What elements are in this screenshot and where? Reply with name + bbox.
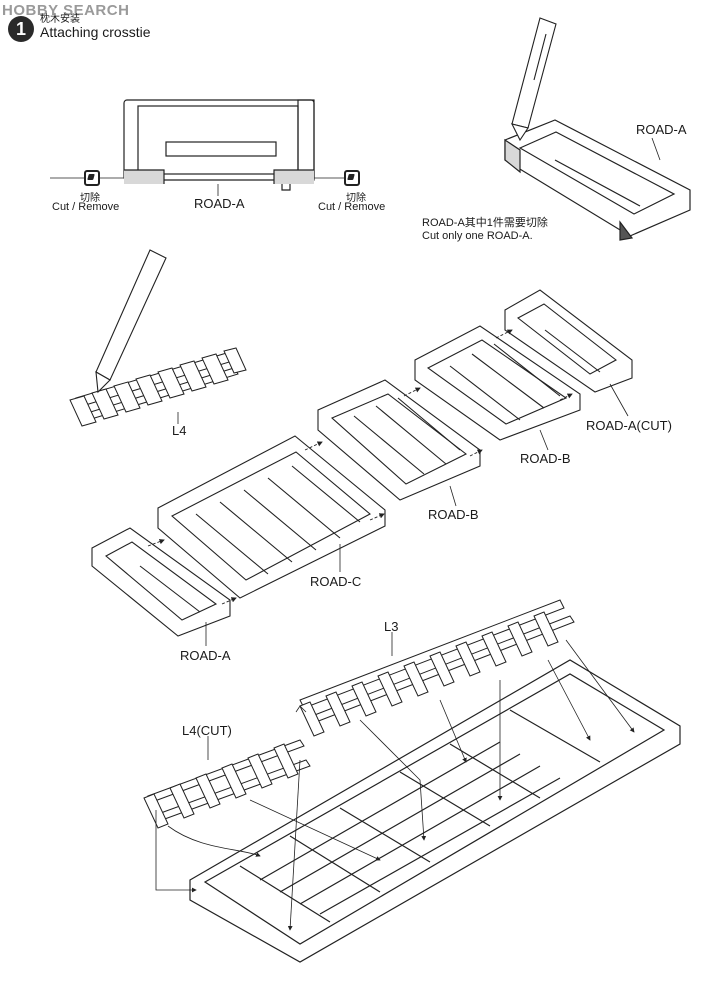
label-road-a-bottom: ROAD-A bbox=[180, 648, 231, 663]
road-b-module-1 bbox=[414, 325, 581, 441]
label-road-a-cut: ROAD-A(CUT) bbox=[586, 418, 672, 433]
road-b-module-2 bbox=[317, 379, 481, 501]
road-a-cut-view bbox=[504, 119, 691, 241]
knife-icon bbox=[95, 249, 167, 394]
road-c-module bbox=[157, 435, 386, 599]
label-road-b-2: ROAD-B bbox=[428, 507, 479, 522]
label-l3: L3 bbox=[384, 619, 399, 634]
label-l4: L4 bbox=[172, 423, 187, 438]
cut-icon bbox=[344, 170, 360, 186]
knife-icon bbox=[510, 17, 557, 142]
step-title-cn: 枕木安装 bbox=[40, 14, 80, 25]
label-note-cn: ROAD-A其中1件需要切除 bbox=[422, 217, 548, 229]
l4-cut-crossties bbox=[143, 739, 311, 829]
road-a-cut-module bbox=[504, 289, 633, 393]
label-road-b-1: ROAD-B bbox=[520, 451, 571, 466]
label-l4-cut: L4(CUT) bbox=[182, 723, 232, 738]
label-road-c: ROAD-C bbox=[310, 574, 362, 589]
connection-arrows bbox=[147, 329, 573, 605]
label-note-en: Cut only one ROAD-A. bbox=[422, 230, 533, 242]
label-cut-cn-right: 切除 bbox=[346, 193, 366, 204]
road-a-side-view bbox=[50, 99, 346, 196]
placement-guide-lines bbox=[155, 639, 635, 931]
label-cut-cn-left: 切除 bbox=[80, 193, 100, 204]
step-number-badge: 1 bbox=[8, 16, 34, 42]
l3-sleepers bbox=[299, 611, 559, 737]
label-road-a-top: ROAD-A bbox=[194, 196, 245, 211]
cut-icon bbox=[84, 170, 100, 186]
step-title-en: Attaching crosstie bbox=[40, 24, 151, 40]
assembled-road-base bbox=[189, 659, 681, 963]
l4-sleepers bbox=[69, 347, 247, 427]
label-cut-en-right: Cut / Remove bbox=[318, 201, 386, 213]
road-a-module bbox=[91, 527, 231, 637]
label-road-a-right: ROAD-A bbox=[636, 122, 687, 137]
label-cut-en-left: Cut / Remove bbox=[52, 201, 120, 213]
watermark: HOBBY SEARCH bbox=[2, 2, 130, 19]
